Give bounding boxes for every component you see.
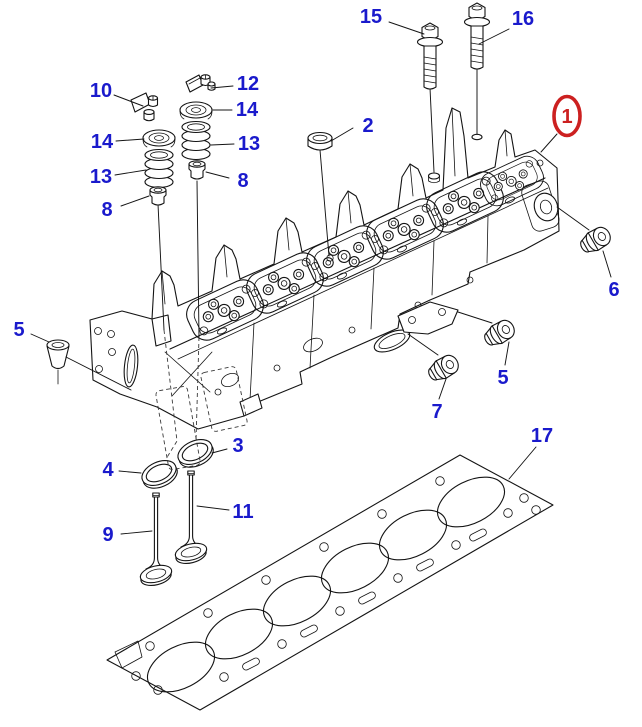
callout-labels: 15 16 10 12 14 2 14 13 13 8 8 1 6 5 5 7 … [13,6,619,546]
part-stem-seal-8-left [149,186,167,206]
part-seat-ring-3 [173,434,218,473]
callout-5-right: 5 [497,367,508,389]
part-valve-spring-13-left [144,148,174,189]
part-valve-11 [172,470,210,567]
part-cylinder-head [89,107,560,470]
assembly-centerlines [157,67,478,460]
callout-17: 17 [531,425,553,447]
leader-lines [30,21,612,535]
callout-11: 11 [232,501,253,523]
callout-10: 10 [90,80,112,102]
part-valve-9 [137,492,175,589]
part-plug-7 [424,351,463,386]
callout-13-left: 13 [90,166,112,188]
callout-4: 4 [102,459,114,481]
callout-15: 15 [360,6,382,28]
callout-1-highlighted: 1 [561,106,572,128]
part-cup-plug-5-left [46,339,70,385]
callout-5-left: 5 [13,319,24,341]
callout-8-right: 8 [237,170,248,192]
callout-8-left: 8 [101,199,112,221]
part-spring-retainer-14-right [179,101,213,120]
part-stem-seal-8-right [188,160,206,180]
callout-16: 16 [512,8,534,30]
part-plug-5-right [480,316,519,351]
part-bolt-16 [463,2,491,70]
part-seat-ring-4 [137,455,182,494]
part-spring-retainer-14-left [142,129,176,148]
callout-6: 6 [608,279,619,301]
part-valve-spring-13-right [181,120,211,161]
callout-2: 2 [362,115,373,137]
callout-3: 3 [232,435,243,457]
callout-13-right: 13 [238,133,260,155]
part-plug-6 [576,223,615,258]
callout-7: 7 [431,401,442,423]
callout-14-right: 14 [236,99,259,121]
callout-14-left: 14 [91,131,114,153]
part-valve-cotters-10 [130,92,159,122]
callout-9: 9 [102,524,113,546]
callout-12: 12 [237,73,259,95]
highlight-circle [552,94,582,138]
part-head-gasket [106,454,554,711]
part-cup-plug-2 [307,131,333,151]
part-valve-cotters-12 [185,74,216,93]
